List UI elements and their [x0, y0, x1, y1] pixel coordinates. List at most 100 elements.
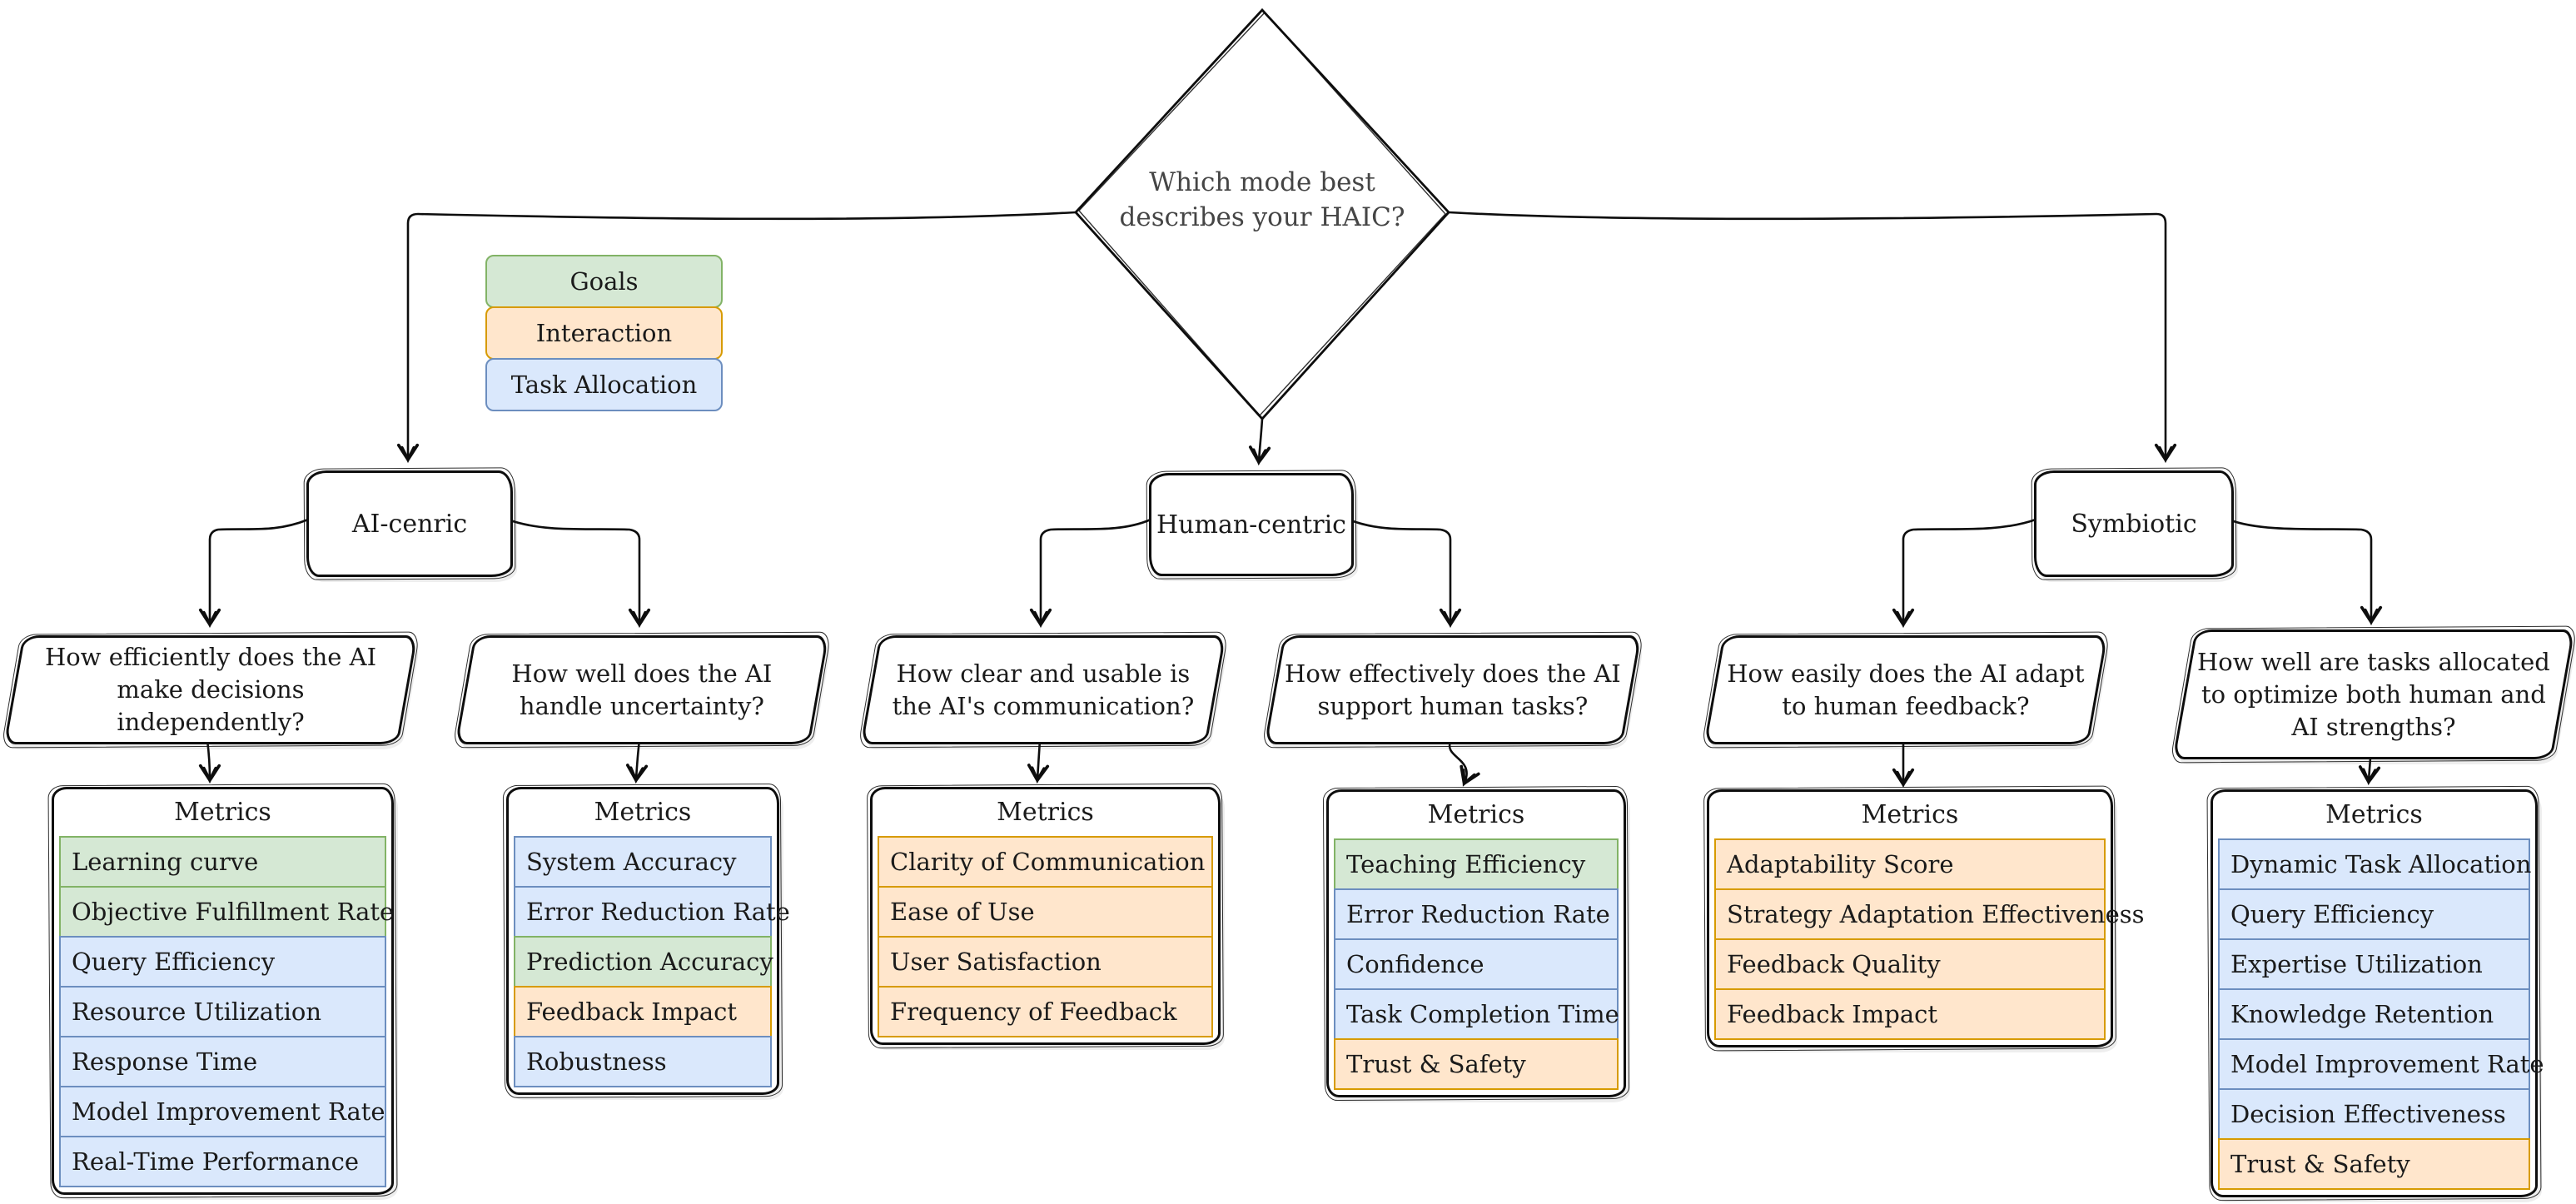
metric-label: Dynamic Task Allocation [2230, 850, 2532, 878]
question-symbiotic-feedback: How easily does the AI adapt to human fe… [1703, 635, 2108, 744]
metric-row: Expertise Utilization [2218, 938, 2530, 990]
metric-label: Trust & Safety [2230, 1150, 2410, 1178]
metric-row: User Satisfaction [878, 936, 1213, 988]
metric-label: Model Improvement Rate [2230, 1050, 2544, 1078]
metric-row: Task Completion Time [1334, 988, 1619, 1040]
legend-item-goals: Goals [485, 255, 723, 308]
metrics-table-symbiotic-allocation: Metrics Dynamic Task Allocation Query Ef… [2210, 789, 2544, 1197]
metric-row: Model Improvement Rate [2218, 1038, 2544, 1090]
metric-label: Frequency of Feedback [890, 998, 1177, 1026]
metric-row: Trust & Safety [1334, 1038, 1619, 1090]
edge-ai-q2 [506, 518, 651, 629]
metric-label: Response Time [72, 1047, 258, 1076]
metric-label: Expertise Utilization [2230, 950, 2483, 978]
metric-row: Response Time [59, 1036, 386, 1087]
node-ai-centric: AI-cenric [306, 470, 513, 577]
metric-row: Objective Fulfillment Rate [59, 886, 394, 938]
edge-q1a-table [198, 739, 221, 784]
metrics-table-header: Metrics [1427, 800, 1525, 829]
metric-label: Teaching Efficiency [1346, 850, 1586, 878]
metric-row: Query Efficiency [59, 936, 386, 988]
question-ai-uncertainty: How well does the AI handle uncertainty? [455, 635, 829, 744]
metric-row: Learning curve [59, 836, 386, 888]
legend: Goals Interaction Task Allocation [485, 255, 723, 411]
metric-row: Teaching Efficiency [1334, 838, 1619, 890]
metrics-table-header: Metrics [594, 798, 692, 827]
question-text: How well are tasks allocated to optimize… [2197, 647, 2550, 741]
question-human-support: How effectively does the AI support huma… [1264, 635, 1642, 744]
metric-label: Query Efficiency [2230, 900, 2434, 928]
metric-label: User Satisfaction [890, 948, 1102, 976]
metrics-table-header: Metrics [2325, 800, 2423, 829]
edge-symbiotic-q2 [2227, 518, 2383, 626]
edge-root-ai [396, 211, 1077, 464]
question-text: How well does the AI handle uncertainty? [511, 659, 773, 720]
metrics-table-human-communication: Metrics Clarity of Communication Ease of… [870, 787, 1221, 1045]
metric-row: Frequency of Feedback [878, 986, 1213, 1037]
metric-row: Feedback Impact [514, 986, 772, 1037]
metric-label: Robustness [526, 1047, 667, 1076]
metric-label: Model Improvement Rate [72, 1097, 385, 1126]
metrics-table-header: Metrics [997, 798, 1094, 827]
metric-label: Feedback Impact [526, 998, 738, 1026]
metric-row: Robustness [514, 1036, 772, 1087]
edge-q1h-table [1027, 739, 1050, 784]
question-symbiotic-allocation: How well are tasks allocated to optimize… [2172, 629, 2575, 759]
node-symbiotic: Symbiotic [2034, 470, 2234, 577]
metric-row: Model Improvement Rate [59, 1086, 386, 1137]
question-text: How clear and usable is the AI's communi… [892, 659, 1195, 720]
metric-row: Confidence [1334, 938, 1619, 990]
metric-label: Objective Fulfillment Rate [72, 898, 395, 926]
edge-root-human [1248, 417, 1271, 466]
question-text: How effectively does the AI support huma… [1285, 659, 1621, 720]
metric-label: Real-Time Performance [72, 1147, 359, 1176]
edge-ai-q1 [198, 518, 310, 629]
question-text: How easily does the AI adapt to human fe… [1727, 659, 2085, 720]
edge-human-q2 [1347, 518, 1462, 629]
metric-row: Dynamic Task Allocation [2218, 838, 2532, 890]
metric-label: Query Efficiency [72, 948, 276, 976]
metric-row: Feedback Quality [1714, 938, 2106, 990]
metric-label: Clarity of Communication [890, 848, 1206, 876]
metric-label: Error Reduction Rate [1346, 900, 1610, 928]
metric-row: Clarity of Communication [878, 836, 1213, 888]
metric-row: Error Reduction Rate [514, 886, 790, 938]
metric-label: Feedback Impact [1727, 1000, 1938, 1028]
metric-row: Trust & Safety [2218, 1138, 2530, 1190]
metric-label: Resource Utilization [72, 998, 322, 1026]
metrics-table-human-support: Metrics Teaching Efficiency Error Reduct… [1326, 789, 1626, 1097]
metric-row: Resource Utilization [59, 986, 386, 1037]
metrics-table-header: Metrics [1861, 800, 1959, 829]
question-text: How efficiently does the AI make decisio… [44, 643, 377, 736]
metric-row: Ease of Use [878, 886, 1213, 938]
metric-row: Query Efficiency [2218, 888, 2530, 940]
metric-label: Feedback Quality [1727, 950, 1941, 978]
metric-label: Error Reduction Rate [526, 898, 790, 926]
metric-label: Task Completion Time [1346, 1000, 1619, 1028]
metric-label: System Accuracy [526, 848, 737, 876]
edge-human-q1 [1029, 518, 1152, 629]
metrics-table-ai-decisions: Metrics Learning curve Objective Fulfill… [52, 787, 394, 1195]
metric-label: Learning curve [72, 848, 259, 876]
root-question: Which mode best describes your HAIC? [1119, 167, 1405, 232]
metric-label: Knowledge Retention [2230, 1000, 2494, 1028]
metrics-table-header: Metrics [174, 798, 271, 827]
question-ai-decisions: How efficiently does the AI make decisio… [3, 635, 418, 744]
metric-label: Prediction Accuracy [526, 948, 773, 976]
node-human-centric: Human-centric [1149, 473, 1354, 576]
metric-row: Strategy Adaptation Effectiveness [1714, 888, 2145, 940]
legend-item-task-allocation: Task Allocation [485, 358, 723, 411]
metric-row: Knowledge Retention [2218, 988, 2530, 1040]
metric-label: Strategy Adaptation Effectiveness [1727, 900, 2145, 928]
metric-label: Ease of Use [890, 898, 1035, 926]
metrics-table-ai-uncertainty: Metrics System Accuracy Error Reduction … [506, 787, 790, 1095]
metric-row: Error Reduction Rate [1334, 888, 1619, 940]
metric-label: Confidence [1346, 950, 1484, 978]
metric-label: Adaptability Score [1727, 850, 1954, 878]
metrics-table-symbiotic-feedback: Metrics Adaptability Score Strategy Adap… [1707, 789, 2145, 1047]
metric-row: Real-Time Performance [59, 1136, 386, 1187]
metric-row: Decision Effectiveness [2218, 1088, 2530, 1140]
metric-label: Trust & Safety [1346, 1050, 1526, 1078]
